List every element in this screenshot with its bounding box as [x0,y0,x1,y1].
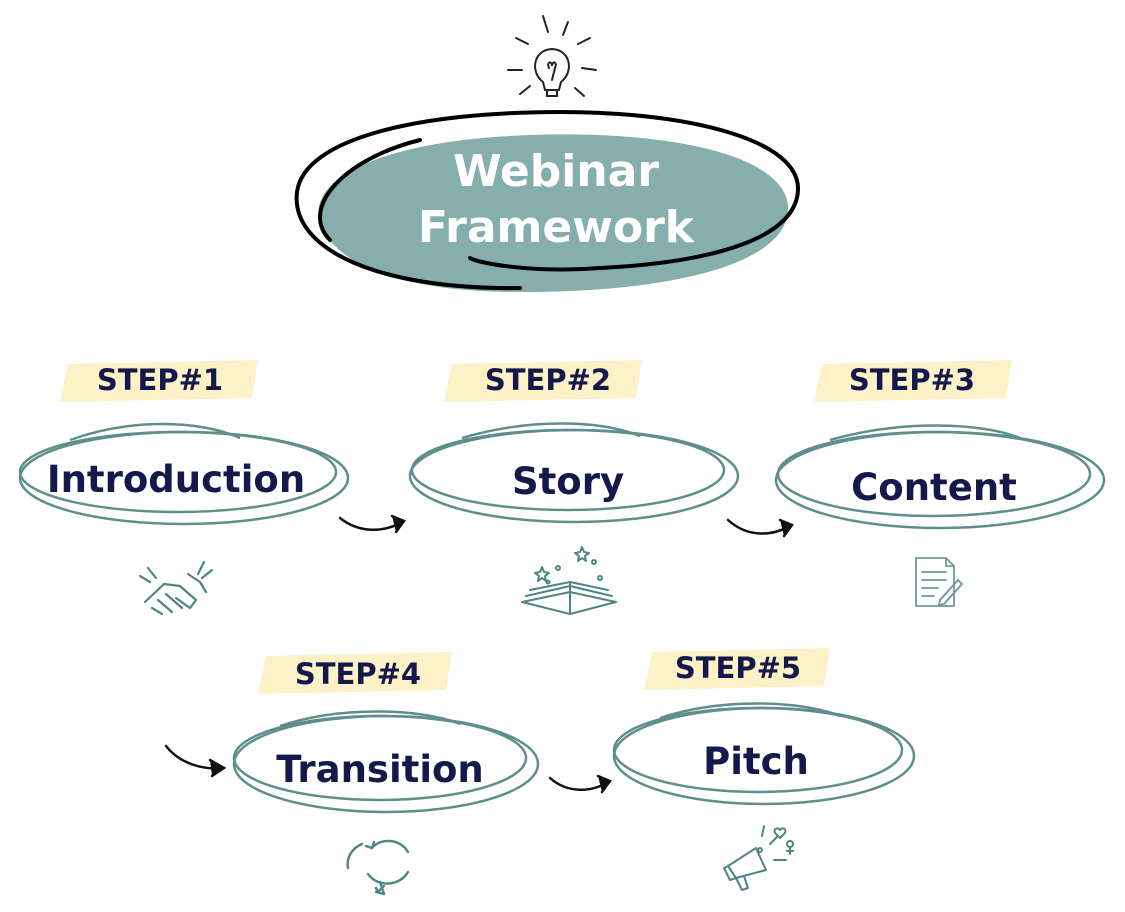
step-label-highlight [444,360,642,402]
title-badge: Webinar Framework [294,109,801,292]
step-ellipse [408,422,740,524]
title-scribble [294,109,801,291]
arrow-2-to-3 [726,518,794,538]
step-label: STEP#4 [295,657,421,691]
step-4: STEP#4 Transition [232,652,540,896]
step-ellipse [18,422,350,526]
step-ellipse [612,702,916,806]
arrow-4-to-5 [548,774,612,794]
title-line-1: Webinar [453,146,659,197]
step-3: STEP#3 Content [774,360,1106,607]
step-ellipse [232,710,540,814]
step-label-highlight [644,648,830,690]
step-1: STEP#1 Introduction [18,360,350,616]
step-label-highlight [258,652,452,694]
step-label: STEP#2 [485,363,611,397]
megaphone-icon [723,825,794,891]
step-ellipse [774,424,1106,530]
step-name: Story [512,460,624,503]
title-blob-fill [318,134,789,292]
step-name: Introduction [47,458,305,501]
step-label: STEP#3 [849,363,975,397]
handshake-icon [138,560,214,616]
title-line-2: Framework [418,202,696,253]
arrow-3-to-4 [164,744,227,778]
step-label-highlight [814,360,1012,402]
step-label: STEP#5 [675,651,801,685]
document-icon [915,557,963,607]
step-label-highlight [60,360,258,402]
step-name: Transition [276,748,484,791]
step-2: STEP#2 Story [408,360,740,615]
cycle-arrows-icon [346,839,410,896]
arrow-1-to-2 [338,514,406,534]
step-name: Pitch [703,740,809,783]
step-label: STEP#1 [97,363,223,397]
step-5: STEP#5 Pitch [612,648,916,891]
open-book-icon [521,546,617,615]
step-name: Content [851,466,1017,509]
lightbulb-icon [507,15,597,97]
